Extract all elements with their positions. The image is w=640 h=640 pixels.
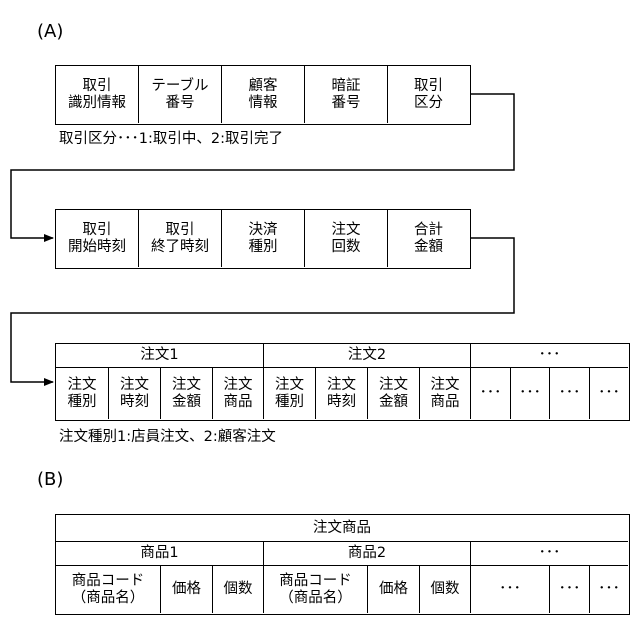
field-ellipsis: ･･･ bbox=[470, 565, 549, 613]
group-order-1: 注文1 bbox=[56, 344, 263, 367]
field-transaction-type: 取引 区分 bbox=[387, 66, 469, 123]
field-price: 価格 bbox=[367, 565, 419, 613]
field-start-time: 取引 開始時刻 bbox=[56, 210, 138, 267]
group-item-2: 商品2 bbox=[263, 541, 470, 565]
group-item-1: 商品1 bbox=[56, 541, 263, 565]
field-order-amount: 注文 金額 bbox=[160, 367, 212, 419]
transaction-record-row1: 取引 識別情報 テーブル 番号 顧客 情報 暗証 番号 取引 区分 bbox=[55, 65, 471, 125]
field-ellipsis: ･･･ bbox=[470, 367, 510, 419]
field-ellipsis: ･･･ bbox=[589, 367, 628, 419]
field-price: 価格 bbox=[160, 565, 212, 613]
field-order-items: 注文 商品 bbox=[419, 367, 470, 419]
field-order-type: 注文 種別 bbox=[56, 367, 108, 419]
note-order-type: 注文種別1:店員注文、2:顧客注文 bbox=[59, 428, 276, 446]
field-item-code: 商品コード （商品名） bbox=[263, 565, 367, 613]
field-quantity: 個数 bbox=[419, 565, 470, 613]
field-customer-info: 顧客 情報 bbox=[221, 66, 304, 123]
field-quantity: 個数 bbox=[212, 565, 263, 613]
field-order-time: 注文 時刻 bbox=[108, 367, 160, 419]
group-order-more: ･･･ bbox=[470, 344, 628, 367]
field-item-code: 商品コード （商品名） bbox=[56, 565, 160, 613]
field-payment-type: 決済 種別 bbox=[221, 210, 304, 267]
group-item-more: ･･･ bbox=[470, 541, 628, 565]
field-order-count: 注文 回数 bbox=[304, 210, 387, 267]
order-items-table: 注文商品 商品1 商品2 ･･･ 商品コード （商品名） 価格 個数 商品コード… bbox=[55, 514, 630, 615]
field-pin: 暗証 番号 bbox=[304, 66, 387, 123]
field-end-time: 取引 終了時刻 bbox=[138, 210, 221, 267]
field-ellipsis: ･･･ bbox=[589, 565, 628, 613]
table-title: 注文商品 bbox=[56, 515, 628, 541]
field-order-amount: 注文 金額 bbox=[367, 367, 419, 419]
field-order-type: 注文 種別 bbox=[263, 367, 315, 419]
order-record-row3: 注文1 注文2 ･･･ 注文 種別 注文 時刻 注文 金額 注文 商品 注文 種… bbox=[55, 343, 630, 421]
field-total-amount: 合計 金額 bbox=[387, 210, 469, 267]
field-transaction-id: 取引 識別情報 bbox=[56, 66, 138, 123]
group-order-2: 注文2 bbox=[263, 344, 470, 367]
field-ellipsis: ･･･ bbox=[549, 367, 589, 419]
field-ellipsis: ･･･ bbox=[549, 565, 589, 613]
field-order-time: 注文 時刻 bbox=[315, 367, 367, 419]
transaction-record-row2: 取引 開始時刻 取引 終了時刻 決済 種別 注文 回数 合計 金額 bbox=[55, 209, 471, 269]
field-order-items: 注文 商品 bbox=[212, 367, 263, 419]
field-table-number: テーブル 番号 bbox=[138, 66, 221, 123]
note-transaction-type: 取引区分･･･1:取引中、2:取引完了 bbox=[59, 130, 283, 148]
field-ellipsis: ･･･ bbox=[510, 367, 549, 419]
